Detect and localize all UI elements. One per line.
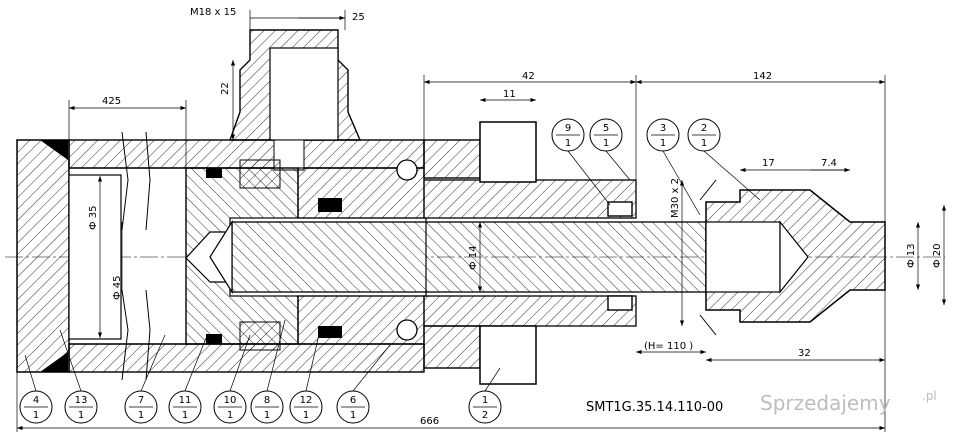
dim-thread-port: M18 x 15 — [190, 7, 236, 18]
callout-part-number: 8 — [264, 395, 270, 406]
dim-rod-dia: Ф 14 — [468, 245, 479, 270]
callout-leader — [184, 337, 207, 392]
callout-part-number: 10 — [224, 395, 237, 406]
callout-leader — [605, 150, 631, 181]
watermark-text: Sprzedajemy — [760, 391, 891, 415]
bottom-callout: 101 — [213, 334, 251, 424]
bottom-callout: 71 — [124, 334, 166, 424]
callout-quantity: 1 — [33, 410, 39, 421]
dim-nut-width: 11 — [503, 89, 516, 100]
callout-quantity: 2 — [482, 410, 488, 421]
callout-leader — [662, 150, 701, 216]
dim-bore-outer: Ф 45 — [112, 275, 123, 300]
callout-quantity: 1 — [182, 410, 188, 421]
callout-quantity: 1 — [227, 410, 233, 421]
gland-nut — [396, 121, 537, 385]
break-marks — [121, 131, 151, 381]
port-boss — [229, 29, 362, 171]
callout-leader — [24, 354, 37, 392]
callout-quantity: 1 — [701, 138, 707, 149]
callout-part-number: 4 — [33, 395, 39, 406]
callout-part-number: 1 — [482, 395, 488, 406]
end-cap — [16, 139, 122, 373]
callout-part-number: 11 — [179, 395, 192, 406]
callout-quantity: 1 — [303, 410, 309, 421]
callout-part-number: 9 — [565, 123, 571, 134]
dim-port-height: 22 — [220, 82, 231, 95]
callout-leader — [484, 367, 501, 392]
bottom-callout: 61 — [336, 344, 391, 424]
dim-clevis-len: 17 — [762, 158, 775, 169]
bottom-callout: 41 — [19, 354, 53, 424]
seals — [206, 168, 633, 344]
bottom-callout: 131 — [59, 329, 98, 424]
dim-thread-rod: M30 x 2 — [670, 178, 681, 218]
callout-part-number: 12 — [300, 395, 313, 406]
watermark: Sprzedajemy .pl — [760, 389, 937, 415]
top-callout: 31 — [646, 118, 701, 216]
dim-pin-small: Ф 13 — [906, 243, 917, 268]
dim-clevis-hex: 7.4 — [821, 158, 837, 169]
callout-leader — [59, 329, 82, 392]
callout-quantity: 1 — [264, 410, 270, 421]
callout-leader — [703, 150, 761, 201]
dim-port-width: 25 — [352, 12, 365, 23]
callout-quantity: 1 — [78, 410, 84, 421]
callout-quantity: 1 — [350, 410, 356, 421]
dim-pin-large: Ф 20 — [932, 243, 943, 268]
dim-overall: 666 — [420, 416, 439, 427]
callout-quantity: 1 — [603, 138, 609, 149]
dim-stroke: (H= 110 ) — [644, 341, 693, 352]
top-callout: 21 — [687, 118, 761, 201]
callout-part-number: 6 — [350, 395, 356, 406]
callout-part-number: 7 — [138, 395, 144, 406]
drawing-code: SMT1G.35.14.110-00 — [586, 400, 723, 415]
callout-leader — [140, 334, 166, 392]
bottom-callout: 111 — [168, 337, 207, 424]
callout-leader — [305, 329, 321, 392]
bottom-callout: 121 — [289, 329, 323, 424]
bottom-callout: 81 — [250, 319, 286, 424]
callout-part-number: 13 — [75, 395, 88, 406]
dim-cap-len: 425 — [102, 96, 121, 107]
callout-leader — [266, 319, 286, 392]
dim-clevis-tail: 32 — [798, 348, 811, 359]
callout-leader — [567, 150, 611, 206]
dimension-labels: M18 x 15 25 22 425 11 42 142 17 7.4 Ф 35… — [88, 7, 943, 427]
top-callout: 51 — [589, 118, 631, 181]
top-callout: 91 — [551, 118, 611, 206]
dim-bore-inner: Ф 35 — [88, 205, 99, 230]
dimension-lines — [16, 10, 947, 432]
dim-rod-len: 42 — [522, 71, 535, 82]
callout-part-number: 3 — [660, 123, 666, 134]
callout-part-number: 2 — [701, 123, 707, 134]
piston-rod — [209, 167, 707, 345]
dim-total-right: 142 — [753, 71, 772, 82]
callout-quantity: 1 — [565, 138, 571, 149]
callout-leader — [229, 334, 251, 392]
watermark-tld: .pl — [922, 389, 937, 403]
callout-part-number: 5 — [603, 123, 609, 134]
callout-quantity: 1 — [660, 138, 666, 149]
bottom-callout: 12 — [468, 367, 502, 424]
callout-leader — [352, 344, 391, 392]
callout-quantity: 1 — [138, 410, 144, 421]
clevis — [699, 179, 886, 336]
